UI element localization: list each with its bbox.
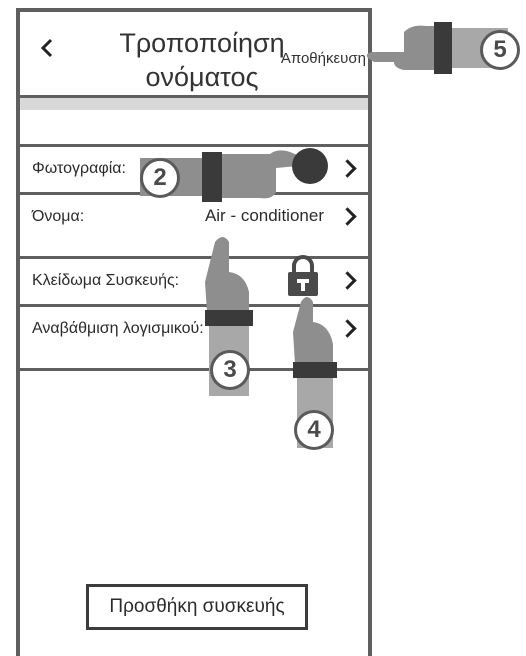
row-software-update-label: Αναβάθμιση λογισμικού:: [32, 320, 204, 337]
chevron-right-icon: [338, 159, 357, 178]
save-button[interactable]: Αποθήκευση: [280, 50, 366, 67]
page-title: Τροποποίηση ονόματος: [112, 26, 292, 94]
step-2-badge: 2: [140, 158, 180, 198]
row-name-label: Όνομα:: [32, 208, 85, 225]
step-4-badge: 4: [294, 410, 334, 450]
list-bottom-divider: [20, 368, 368, 371]
row-device-lock[interactable]: Κλείδωμα Συσκευής:: [20, 256, 368, 304]
chevron-left-icon: [40, 38, 53, 58]
add-device-button[interactable]: Προσθήκη συσκευής: [86, 584, 308, 630]
row-photo[interactable]: Φωτογραφία:: [20, 144, 368, 192]
chevron-right-icon: [338, 207, 357, 226]
page-title-line2: ονόματος: [145, 62, 259, 92]
page-title-line1: Τροποποίηση: [119, 28, 285, 58]
row-photo-label: Φωτογραφία:: [32, 160, 126, 177]
row-device-lock-label: Κλείδωμα Συσκευής:: [32, 272, 180, 289]
chevron-right-icon: [338, 271, 357, 290]
row-name-value: Air - conditioner: [204, 206, 324, 225]
app-header: Τροποποίηση ονόματος Αποθήκευση: [20, 12, 368, 98]
row-software-update[interactable]: Αναβάθμιση λογισμικού:: [20, 304, 368, 352]
step-3-badge: 3: [210, 350, 250, 390]
back-button[interactable]: [36, 32, 58, 62]
step-5-badge: 5: [480, 30, 520, 70]
lock-icon: [288, 255, 318, 296]
header-divider: [20, 98, 368, 110]
